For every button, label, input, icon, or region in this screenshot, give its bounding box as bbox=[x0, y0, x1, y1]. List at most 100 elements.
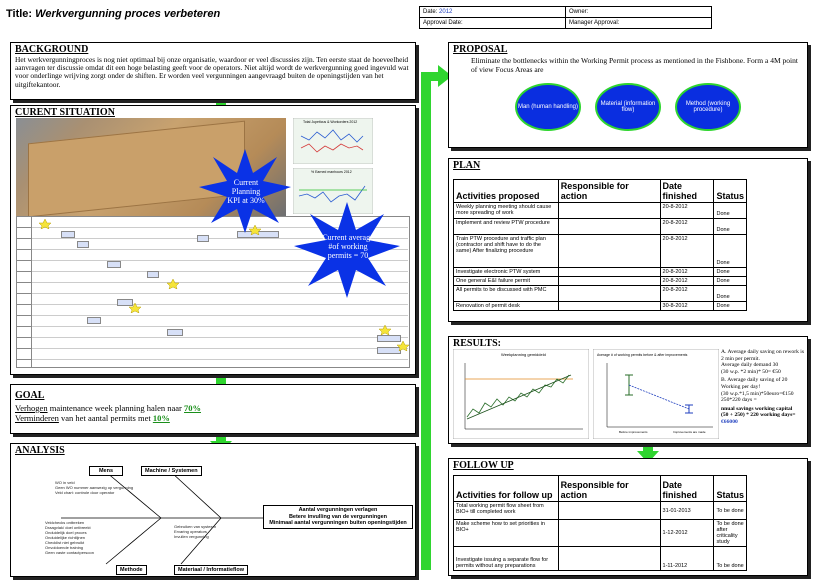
proposal-heading: PROPOSAL bbox=[453, 44, 508, 55]
fishbone-category-machine: Machine / Systemen bbox=[141, 466, 202, 476]
table-row: Total working permit flow sheet from BIO… bbox=[453, 501, 747, 520]
cause-item: Invullen vergunning bbox=[174, 534, 209, 539]
plan-status: Done bbox=[713, 234, 747, 268]
background-text: Het werkvergunningproces is nog niet opt… bbox=[15, 55, 409, 89]
current-chart-2: % Earned manhours 2012 bbox=[293, 168, 373, 214]
gantt-bar bbox=[77, 241, 89, 248]
star-callout-permits bbox=[294, 202, 400, 298]
plan-activity: Weekly planning meeting should cause mor… bbox=[453, 202, 559, 219]
followup-responsible bbox=[557, 501, 661, 520]
fishbone-effect-box: Aantal vergunningen verlagen Betere invu… bbox=[263, 505, 413, 529]
goal-line-1: Verhogen maintenance week planning halen… bbox=[11, 402, 415, 413]
causes-bottom-left: Veldchecks ontbreken Draagvlak/ doel ont… bbox=[45, 520, 94, 555]
plan-activity: Implement and review PTW procedure bbox=[453, 218, 559, 235]
proposal-text: Eliminate the bottlenecks within the Wor… bbox=[471, 56, 798, 74]
goal-heading: GOAL bbox=[15, 390, 45, 401]
plan-activity: Investigate electronic PTW system bbox=[453, 267, 559, 277]
results-x-label-after: Improvements are made bbox=[673, 430, 706, 434]
gantt-milestone-icon bbox=[397, 341, 409, 351]
plan-date: 30-8-2012 bbox=[659, 301, 715, 311]
plan-date: 20-8-2012 bbox=[659, 276, 715, 286]
plan-section: PLAN Activities proposed Responsible for… bbox=[448, 158, 808, 322]
cause-item: Ervaring operators bbox=[174, 529, 207, 534]
date-label: Date: bbox=[423, 9, 438, 15]
goal-verb-2: Verminderen bbox=[15, 413, 59, 423]
goal-section: GOAL Verhogen maintenance week planning … bbox=[10, 384, 416, 434]
cause-item: Onvoldoende training bbox=[45, 545, 84, 550]
goal-text-1: maintenance week planning halen naar bbox=[47, 403, 184, 413]
arrow-connector-vertical bbox=[421, 72, 431, 570]
savings-line: nnual savings working capital bbox=[721, 405, 793, 412]
goal-verb-1: Verhogen bbox=[15, 403, 48, 413]
plan-date: 20-8-2012 bbox=[659, 202, 715, 219]
current-heading: CURENT SITUATION bbox=[15, 107, 115, 118]
savings-total: €66000 bbox=[721, 418, 738, 425]
gantt-milestone-icon bbox=[249, 225, 261, 235]
cause-item: Draagvlak/ doel ontbreekt bbox=[45, 525, 91, 530]
followup-date: 1-11-2012 bbox=[659, 546, 715, 571]
date-value: 2012 bbox=[439, 9, 453, 15]
proposal-section: PROPOSAL Eliminate the bottlenecks withi… bbox=[448, 42, 808, 148]
plan-responsible bbox=[557, 218, 661, 235]
table-row: Implement and review PTW procedure 20-8-2… bbox=[453, 218, 747, 235]
plan-status: Done bbox=[713, 301, 747, 311]
results-savings-text: A. Average daily saving on rework is 2 m… bbox=[721, 349, 805, 426]
plan-table: Activities proposed Responsible for acti… bbox=[453, 179, 747, 311]
current-chart-2-title: % Earned manhours 2012 bbox=[311, 170, 352, 174]
followup-activity: Investigate issuing a separate flow for … bbox=[453, 546, 559, 571]
plan-date: 20-8-2012 bbox=[659, 267, 715, 277]
gantt-bar bbox=[167, 329, 183, 336]
plan-responsible bbox=[557, 267, 661, 277]
plan-col-activities: Activities proposed bbox=[453, 179, 559, 203]
star-permits-text: Current average #of working permits = 70 bbox=[322, 233, 374, 260]
gantt-bar bbox=[197, 235, 209, 242]
followup-status: To be done after criticality study bbox=[713, 519, 747, 547]
plan-date: 20-8-2012 bbox=[659, 218, 715, 235]
plan-status: Done bbox=[713, 285, 747, 302]
savings-line: (30 w.p. *2 min)* 50= €50 bbox=[721, 368, 781, 375]
gantt-bar bbox=[61, 231, 75, 238]
cause-item: Onduidelijke richtlijnen bbox=[45, 535, 86, 540]
table-row: Investigate issuing a separate flow for … bbox=[453, 546, 747, 571]
current-situation-section: CURENT SITUATION Total Jupeticus & Worko… bbox=[10, 105, 416, 375]
gantt-label-column bbox=[17, 217, 32, 367]
plan-responsible bbox=[557, 234, 661, 268]
owner-label: Owner: bbox=[565, 6, 712, 18]
followup-heading: FOLLOW UP bbox=[453, 460, 514, 471]
page-title: Title: Werkvergunning proces verbeteren bbox=[6, 8, 220, 20]
cause-item: Gebruiken van systeem bbox=[174, 524, 217, 529]
followup-col-activities: Activities for follow up bbox=[453, 475, 559, 502]
goal-text-2: van het aantal permits met bbox=[58, 413, 153, 423]
background-heading: BACKGROUND bbox=[15, 44, 89, 55]
followup-section: FOLLOW UP Activities for follow up Respo… bbox=[448, 458, 808, 576]
focus-area-method: Method (working procedure) bbox=[675, 83, 741, 131]
causes-bottom-right: Gebruiken van systeem Ervaring operators… bbox=[174, 524, 216, 539]
followup-responsible bbox=[557, 546, 661, 571]
star-planning-text: Current Planning KPI at 30% bbox=[227, 178, 265, 205]
table-row: Weekly planning meeting should cause mor… bbox=[453, 202, 747, 219]
followup-activity: Make scheme how to set priorities in BIO… bbox=[453, 519, 559, 547]
cause-item: Geen WO nummer aanwezig op vergunning bbox=[55, 485, 134, 490]
plan-responsible bbox=[557, 202, 661, 219]
approval-date-label: Approval Date: bbox=[419, 17, 566, 29]
plan-heading: PLAN bbox=[453, 160, 481, 171]
fishbone-category-methode: Methode bbox=[116, 565, 147, 575]
savings-line: B. Average daily saving of 20 Working pe… bbox=[721, 377, 788, 390]
savings-line: A. Average daily saving on rework is 2 m… bbox=[721, 349, 805, 362]
gantt-milestone-icon bbox=[39, 219, 51, 229]
analysis-heading: ANALYSIS bbox=[15, 445, 65, 456]
gantt-bar bbox=[87, 317, 101, 324]
plan-responsible bbox=[557, 301, 661, 311]
goal-value-2: 10% bbox=[152, 413, 170, 423]
effect-line-1: Aantal vergunningen verlagen bbox=[298, 507, 378, 513]
causes-top-left: WO in veld Geen WO nummer aanwezig op ve… bbox=[55, 480, 133, 495]
title-prefix: Title: bbox=[6, 8, 36, 20]
focus-area-material: Material (information flow) bbox=[595, 83, 661, 131]
table-row: Train PTW procedure and traffic plan (co… bbox=[453, 234, 747, 268]
gantt-bar bbox=[377, 335, 401, 342]
followup-activity: Total working permit flow sheet from BIO… bbox=[453, 501, 559, 520]
cause-item: Veld chart: controle door operator bbox=[55, 490, 115, 495]
